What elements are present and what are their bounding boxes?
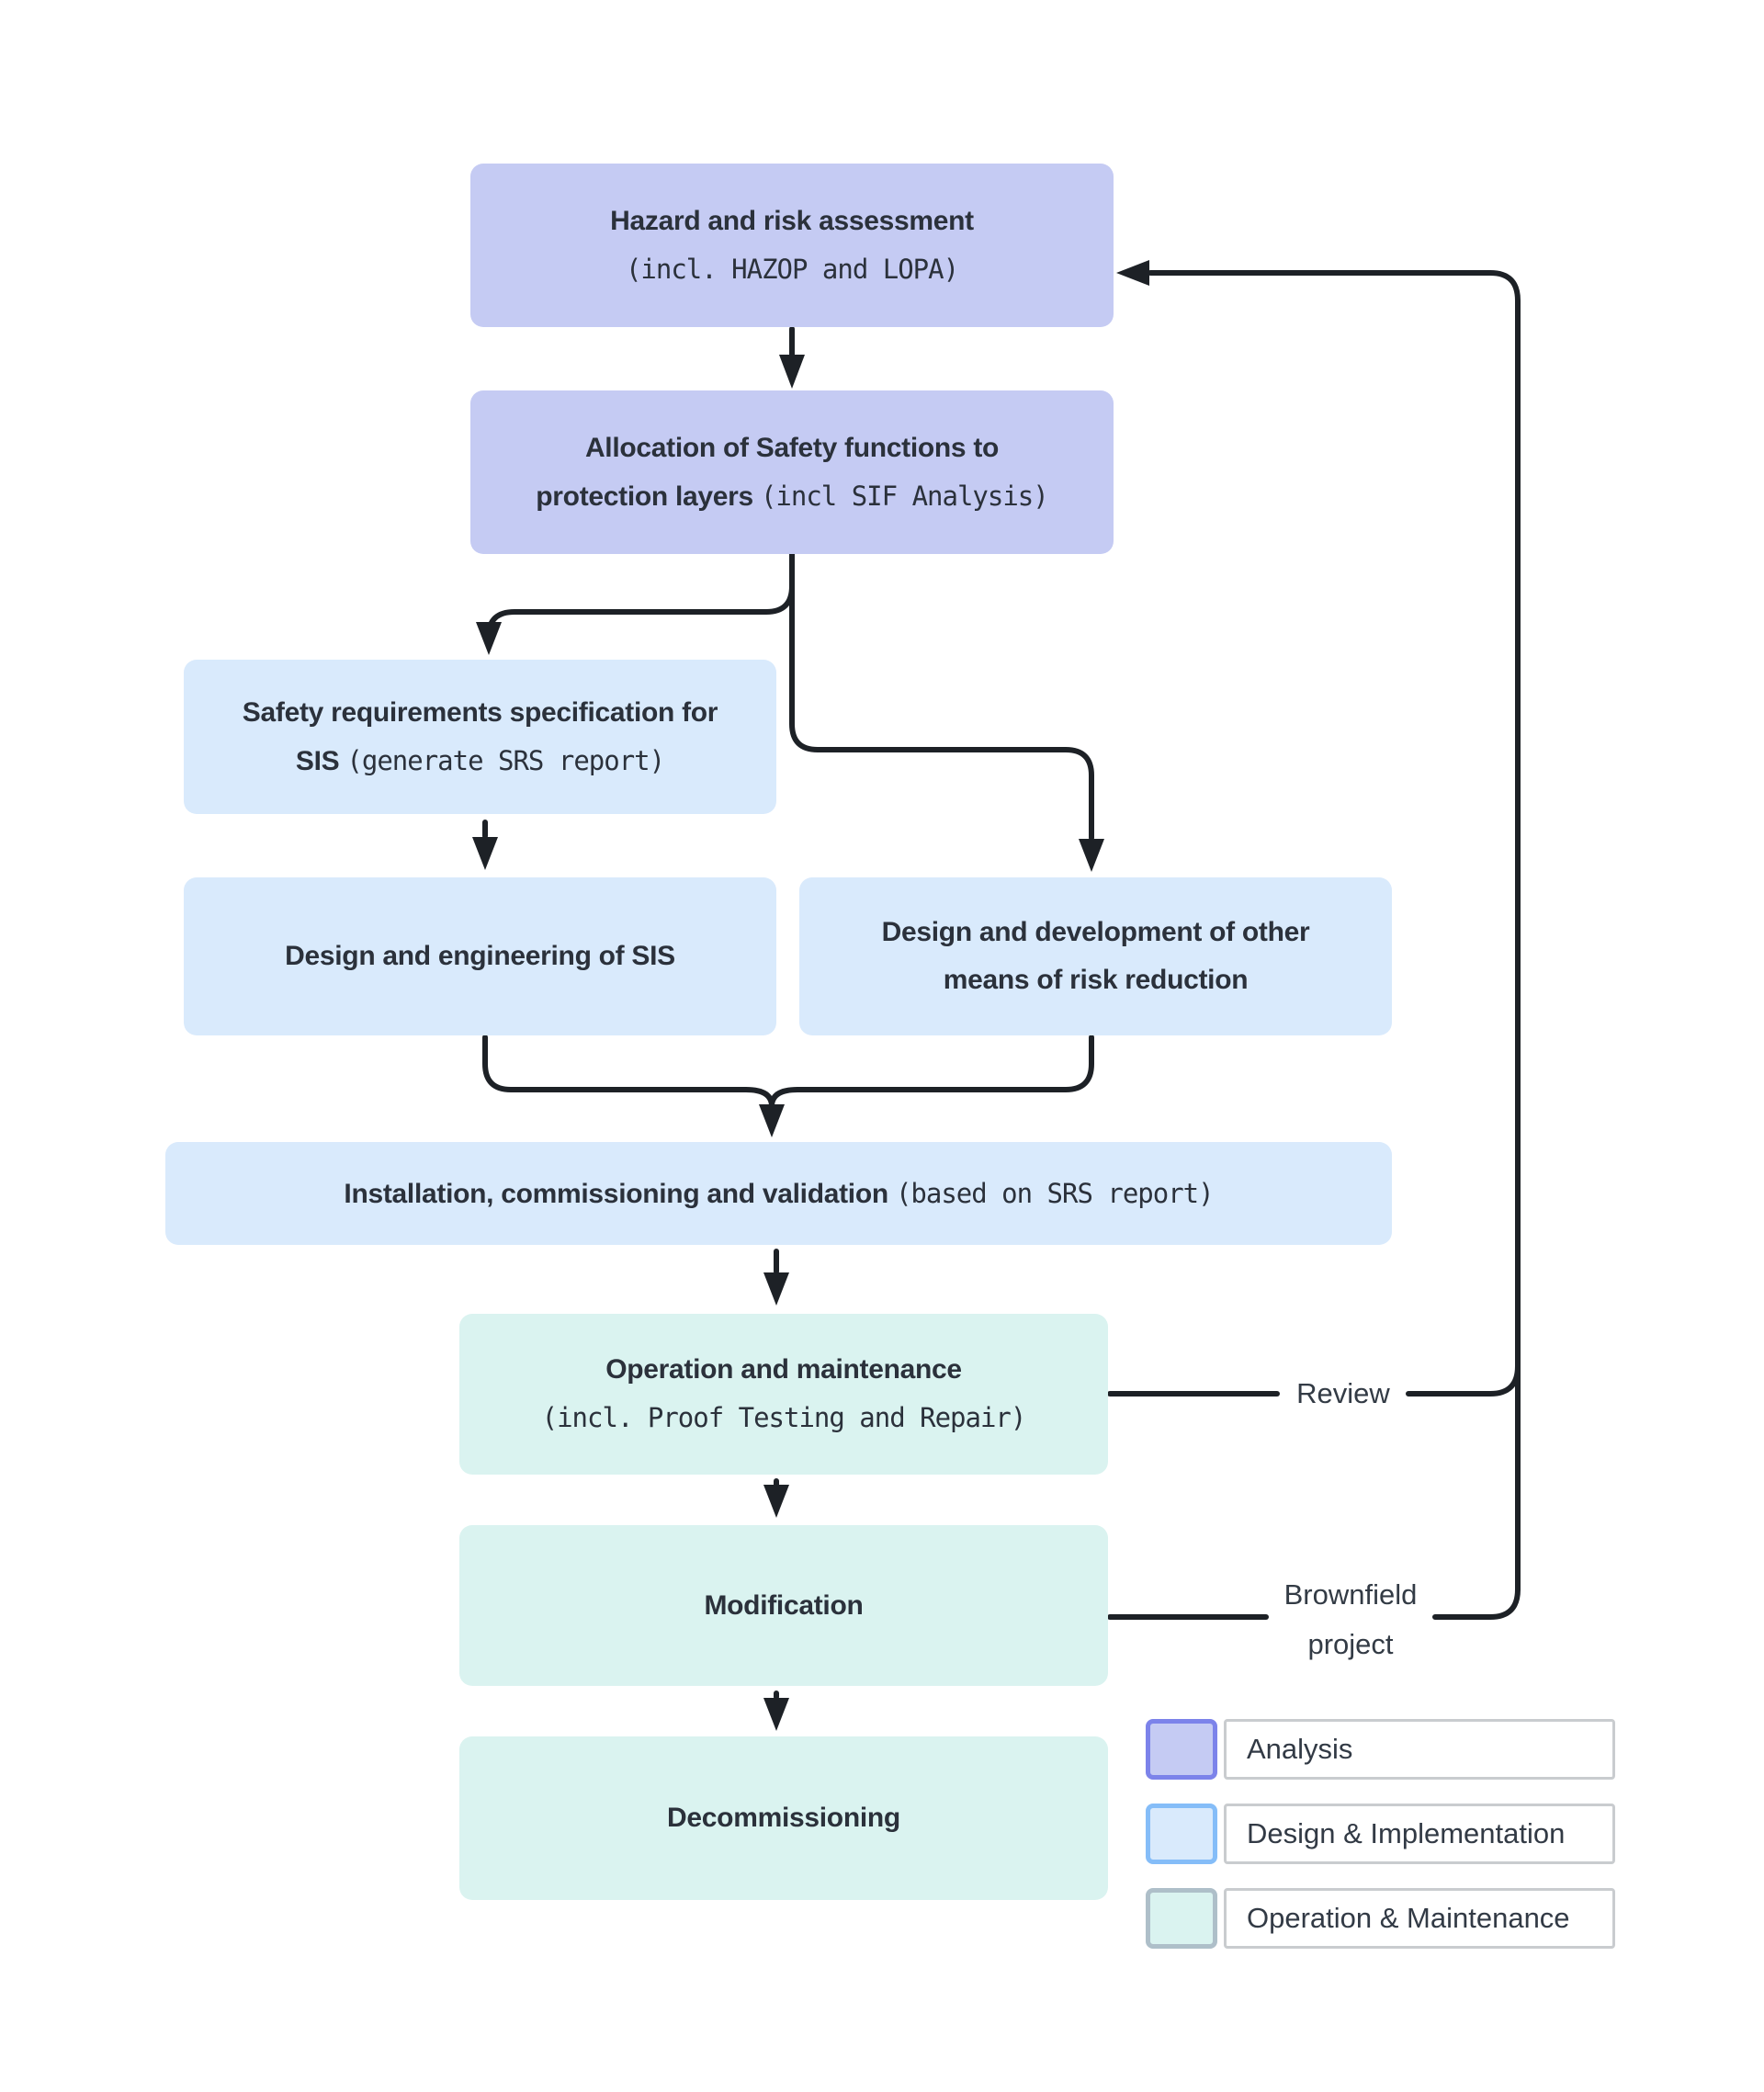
- node-allocation-of-safety-functions: Allocation of Safety functions to protect…: [470, 390, 1114, 554]
- arrow-allocation-to-design-other: [789, 551, 1094, 841]
- arrow-allocation-to-srs: [486, 551, 795, 639]
- node-label-line: Operation and maintenance: [605, 1354, 962, 1385]
- node-modification: Modification: [459, 1525, 1108, 1686]
- legend-swatch: [1146, 1804, 1217, 1864]
- legend-swatch: [1146, 1719, 1217, 1780]
- node-label-line: Design and development of other: [881, 917, 1310, 947]
- edge-review-to-loop: [1406, 1363, 1521, 1397]
- arrow-design-sis-to-installation: [482, 1035, 775, 1109]
- node-label-line: Installation, commissioning and validati…: [344, 1177, 1214, 1209]
- node-label-line: Modification: [704, 1589, 864, 1621]
- edge-brownfield-to-loop: [1432, 1587, 1521, 1620]
- node-label-line: means of risk reduction: [943, 965, 1249, 995]
- node-design-other-means-of-risk-reduction: Design and development of other means of …: [799, 877, 1392, 1035]
- legend-label: Design & Implementation: [1224, 1804, 1615, 1864]
- node-label-line: Safety requirements specification for: [242, 696, 718, 728]
- edge-label-review: Review: [1296, 1377, 1390, 1409]
- node-label-line: protection layers (incl SIF Analysis): [536, 480, 1048, 512]
- legend-item: Design & Implementation: [1146, 1804, 1615, 1864]
- node-installation-commissioning-validation: Installation, commissioning and validati…: [165, 1142, 1392, 1245]
- legend-item: Analysis: [1146, 1719, 1615, 1780]
- arrow-design-other-to-installation: [769, 1035, 1094, 1109]
- node-label-line: Design and engineering of SIS: [285, 941, 675, 971]
- node-label-line: Decommissioning: [667, 1803, 900, 1833]
- node-operation-and-maintenance: Operation and maintenance (incl. Proof Te…: [459, 1314, 1108, 1475]
- brownfield-line-1: Brownfield: [1283, 1578, 1418, 1611]
- node-label-line: SIS (generate SRS report): [295, 744, 665, 776]
- node-hazard-and-risk-assessment: Hazard and risk assessment (incl. HAZOP a…: [470, 164, 1114, 327]
- brownfield-line-2: project: [1307, 1628, 1394, 1660]
- legend-label: Operation & Maintenance: [1224, 1888, 1615, 1949]
- node-label-line: (incl. Proof Testing and Repair): [541, 1402, 1027, 1433]
- legend-swatch: [1146, 1888, 1217, 1949]
- node-label-line: Hazard and risk assessment: [610, 205, 974, 236]
- legend-item: Operation & Maintenance: [1146, 1888, 1615, 1949]
- legend-label: Analysis: [1224, 1719, 1615, 1780]
- edge-label-brownfield-project: Brownfield project: [1284, 1570, 1418, 1669]
- node-label-line: Allocation of Safety functions to: [584, 432, 1000, 463]
- node-decommissioning: Decommissioning: [459, 1736, 1108, 1900]
- edge-feedback-loop: [1148, 270, 1521, 1592]
- node-design-and-engineering-of-sis: Design and engineering of SIS: [184, 877, 776, 1035]
- node-label-line: (incl. HAZOP and LOPA): [625, 253, 959, 285]
